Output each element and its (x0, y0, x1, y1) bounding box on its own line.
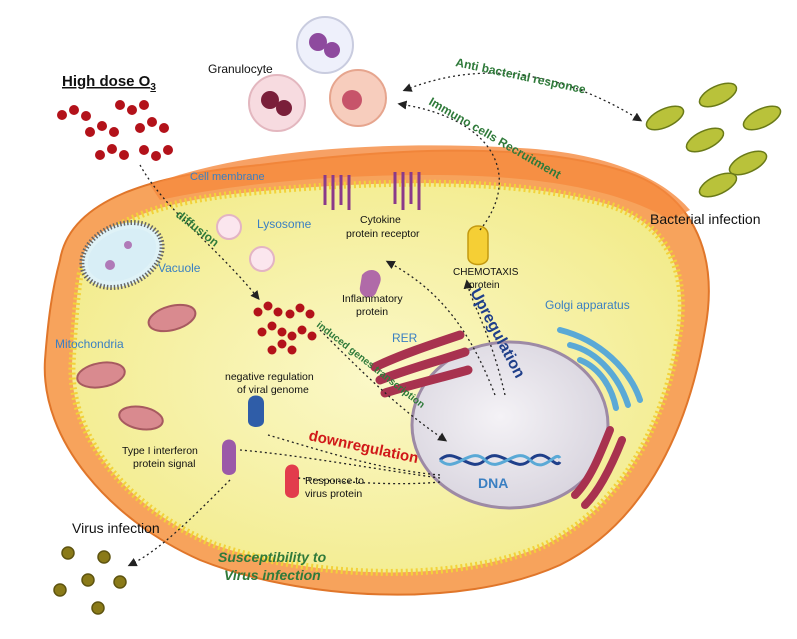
title-text: High dose O3 (62, 73, 156, 93)
granulocyte-label: Granulocyte (208, 62, 273, 76)
responce-protein-shape (285, 464, 299, 498)
lysosome-label: Lysosome (257, 217, 312, 231)
neg-reg-label-1: negative regulation (225, 371, 314, 383)
vacuole-label: Vacuole (158, 261, 201, 275)
cell-membrane-label: Cell membrane (190, 171, 265, 183)
arrows (127, 72, 643, 567)
nucleus (410, 340, 610, 510)
viruses (53, 546, 127, 615)
cytokine-label-2: protein receptor (346, 228, 420, 240)
neg-reg-protein-shape (248, 395, 264, 427)
mitochondria-label: Mitochondria (55, 337, 124, 351)
golgi-organelle (557, 327, 643, 411)
granulocytes (248, 16, 387, 132)
bacteria (645, 82, 782, 198)
ozone-molecules-inside (253, 301, 317, 355)
virus-infection-label: Virus infection (72, 520, 160, 536)
inflammatory-label-2: protein (356, 306, 388, 318)
neg-reg-label-2: of viral genome (237, 384, 309, 396)
inflammatory-label-1: Inflammatory (342, 293, 403, 305)
lysosome-1 (216, 214, 242, 240)
lysosome-2 (249, 246, 275, 272)
ozone-molecules-outside (57, 100, 173, 161)
rer-organelle-right (571, 426, 626, 509)
anti-bacterial-label: Anti bacterial responce (454, 55, 587, 96)
rer-label: RER (392, 331, 418, 345)
mitochondria-organelles (76, 303, 197, 431)
chemotaxis-label-1: CHEMOTAXIS (453, 267, 519, 278)
interferon-label-2: protein signal (133, 458, 195, 470)
responce-label-1: Responce to (305, 475, 364, 487)
chemotaxis-label-2: protein (469, 280, 500, 291)
golgi-label: Golgi apparatus (545, 298, 630, 312)
dna-label: DNA (478, 475, 508, 491)
interferon-protein-shape (222, 439, 236, 475)
bacterial-infection-label: Bacterial infection (650, 211, 761, 227)
susceptibility-label-2: Virus infection (224, 567, 321, 583)
susceptibility-label-1: Susceptibility to (218, 549, 327, 565)
interferon-label-1: Type I interferon (122, 445, 198, 457)
cytokine-receptors (323, 172, 421, 210)
cytokine-label-1: Cytokine (360, 214, 401, 226)
chemotaxis-protein-shape (467, 225, 489, 266)
vacuole-organelle (79, 220, 165, 290)
responce-label-2: virus protein (305, 488, 362, 500)
rer-organelle (370, 330, 473, 398)
cell-top-edge (150, 145, 690, 220)
dna-helix (438, 453, 562, 467)
inflammatory-protein-shape (359, 269, 381, 298)
